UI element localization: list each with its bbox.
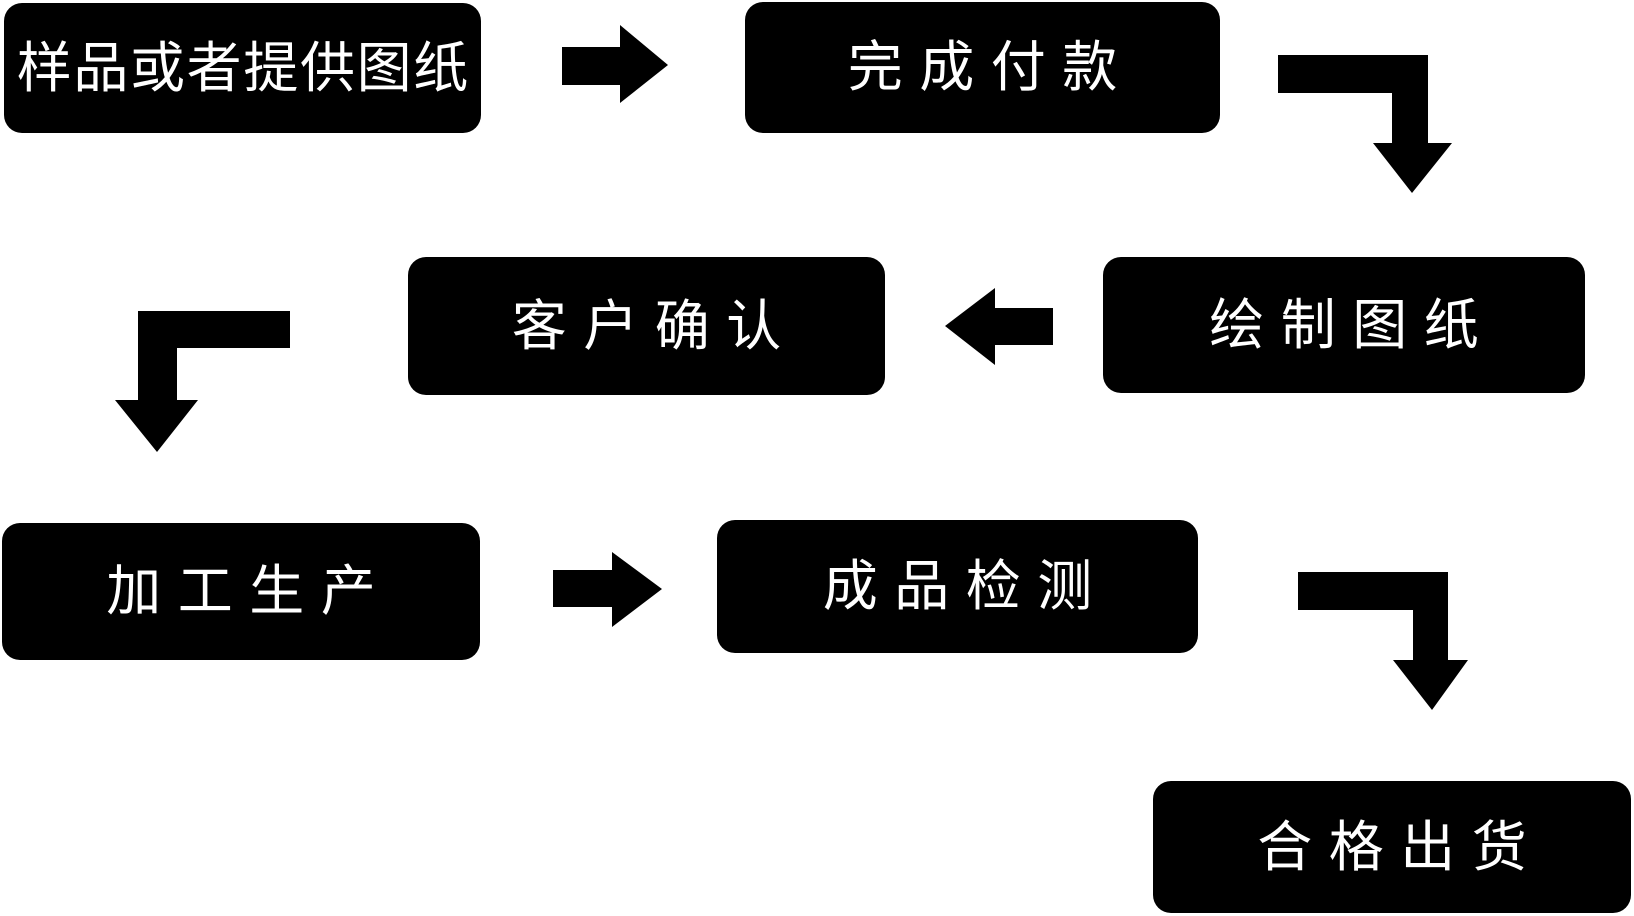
elbow-arrow-down-left-icon [115,311,290,452]
elbow-arrow-down-right-icon [1298,572,1468,710]
flow-node-label: 合格出货 [1257,814,1544,879]
flow-node-qualified-shipment: 合格出货 [1153,781,1631,913]
flow-node-label: 绘制图纸 [1209,292,1496,357]
flow-node-label: 样品或者提供图纸 [16,35,470,100]
flow-node-label: 客户确认 [511,293,798,358]
arrow-right-icon [562,25,668,103]
flow-node-label: 完成付款 [847,35,1134,99]
flow-node-label: 成品检测 [822,554,1109,618]
flow-node-complete-payment: 完成付款 [745,2,1220,133]
flow-node-sample-or-provide-drawing: 样品或者提供图纸 [4,3,481,133]
arrow-left-icon [945,288,1053,365]
flow-node-customer-confirmation: 客户确认 [408,257,885,395]
flow-node-draw-drawing: 绘制图纸 [1103,257,1585,393]
flow-node-finished-product-inspection: 成品检测 [717,520,1198,653]
flow-node-label: 加工生产 [106,559,393,623]
flow-node-processing-production: 加工生产 [2,523,480,660]
arrow-right-icon [553,552,662,627]
elbow-arrow-down-right-icon [1278,55,1452,193]
